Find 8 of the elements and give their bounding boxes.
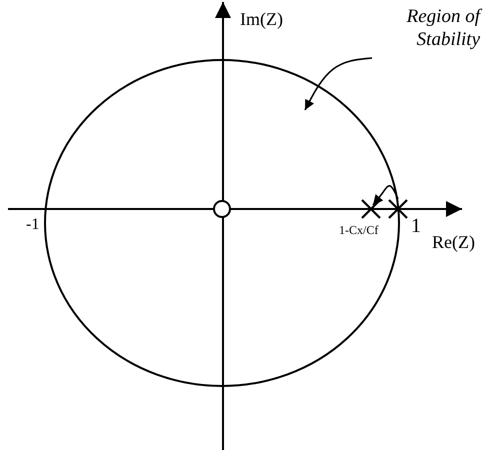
axis-label: Re(Z): [432, 233, 475, 251]
leader-arrow: [304, 57, 372, 110]
axis-label: Im(Z): [240, 10, 283, 28]
tick-label: 1: [411, 216, 421, 236]
tick-label: 1-Cx/Cf: [339, 224, 378, 236]
annotation-text: Region of Stability: [368, 6, 480, 52]
tick-label: -1: [26, 217, 40, 233]
curved-arrow: [372, 185, 399, 206]
